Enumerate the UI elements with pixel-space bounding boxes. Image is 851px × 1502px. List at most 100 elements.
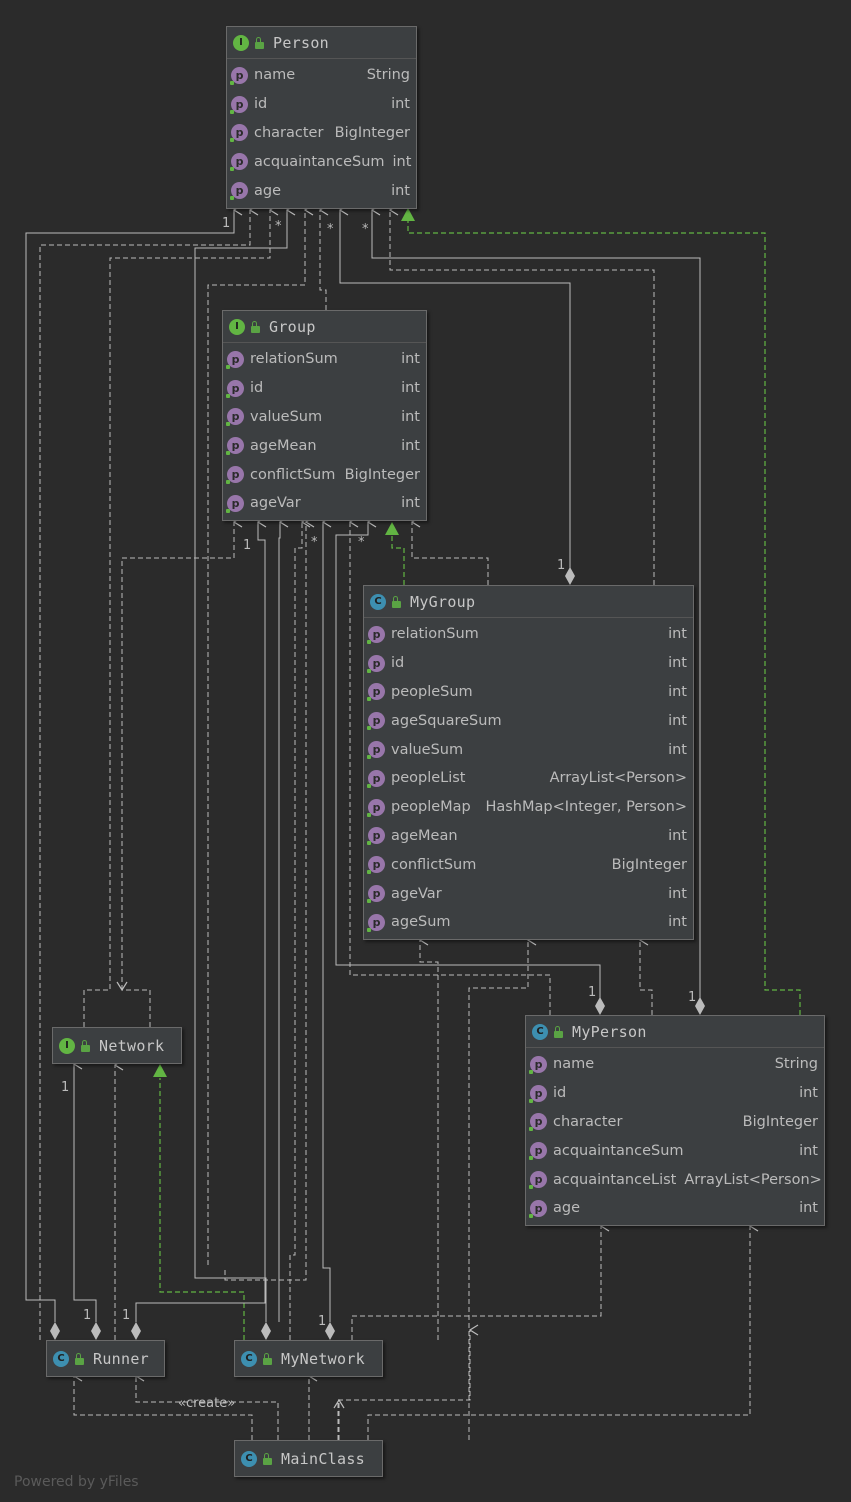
field-type: BigInteger xyxy=(611,856,687,873)
field-name: acquaintanceList xyxy=(553,1171,677,1188)
property-icon: p xyxy=(367,712,385,731)
node-title: MainClass xyxy=(281,1449,365,1468)
interface-icon: I xyxy=(229,318,245,335)
multiplicity-label: 1 xyxy=(122,1308,131,1323)
property-icon: p xyxy=(230,124,248,143)
field-type: ArrayList<Person> xyxy=(549,770,687,787)
field-name: ageSum xyxy=(391,914,451,931)
field-name: name xyxy=(553,1056,595,1073)
field-type: int xyxy=(668,885,687,902)
field-type: BigInteger xyxy=(344,466,420,483)
runner-node[interactable]: C Runner xyxy=(46,1340,165,1377)
property-icon: p xyxy=(529,1171,547,1190)
field-type: int xyxy=(799,1200,818,1217)
property-icon: p xyxy=(226,494,244,513)
field-type: int xyxy=(401,437,420,454)
footer-text: Powered by yFiles xyxy=(14,1474,139,1490)
field-row[interactable]: p valueSum int xyxy=(364,735,693,764)
public-lock-icon xyxy=(263,1452,272,1465)
field-name: character xyxy=(254,124,324,141)
property-icon: p xyxy=(367,885,385,904)
field-type: int xyxy=(668,712,687,729)
field-name: valueSum xyxy=(391,741,464,758)
field-name: conflictSum xyxy=(250,466,336,483)
public-lock-icon xyxy=(75,1352,84,1365)
class-icon: C xyxy=(53,1350,69,1367)
field-name: peopleMap xyxy=(391,799,471,816)
network-node[interactable]: I Network xyxy=(52,1027,182,1064)
field-row[interactable]: p ageSquareSum int xyxy=(364,706,693,735)
property-icon: p xyxy=(230,66,248,85)
create-label: «create» xyxy=(178,1396,236,1411)
property-icon: p xyxy=(529,1142,547,1161)
node-title: Runner xyxy=(93,1349,149,1368)
node-title: Person xyxy=(273,33,329,52)
field-name: ageMean xyxy=(391,827,458,844)
property-icon: p xyxy=(367,741,385,760)
field-name: peopleSum xyxy=(391,683,473,700)
mynetwork-node[interactable]: C MyNetwork xyxy=(234,1340,383,1377)
field-row[interactable]: p character BigInteger xyxy=(227,119,416,148)
multiplicity-label: * xyxy=(327,222,334,237)
field-type: int xyxy=(668,655,687,672)
node-title: Group xyxy=(269,317,316,336)
field-type: int xyxy=(401,495,420,512)
diamond-mygroup-person xyxy=(565,567,575,585)
field-name: age xyxy=(254,182,282,199)
realization-edges xyxy=(159,220,801,1340)
edge-mygroup-realizes-group xyxy=(391,535,405,585)
field-row[interactable]: p acquaintanceList ArrayList<Person> xyxy=(526,1165,824,1194)
class-icon: C xyxy=(370,593,386,610)
main-class-icon: C xyxy=(241,1450,257,1467)
mainclass-node[interactable]: C MainClass xyxy=(234,1440,383,1477)
multiplicity-label: 1 xyxy=(61,1080,70,1095)
field-type: int xyxy=(668,914,687,931)
field-name: id xyxy=(553,1085,567,1102)
field-name: id xyxy=(250,380,264,397)
group-header: I Group xyxy=(223,311,426,343)
property-icon: p xyxy=(367,683,385,702)
node-title: Network xyxy=(99,1036,165,1055)
public-lock-icon xyxy=(263,1352,272,1365)
property-icon: p xyxy=(367,827,385,846)
multiplicity-label: 1 xyxy=(318,1314,327,1329)
field-type: int xyxy=(799,1085,818,1102)
mynetwork-header: C MyNetwork xyxy=(235,1341,382,1376)
field-type: int xyxy=(668,741,687,758)
field-type: ArrayList<Person> xyxy=(684,1171,822,1188)
field-type: BigInteger xyxy=(334,124,410,141)
multiplicity-label: * xyxy=(358,535,365,550)
field-name: peopleList xyxy=(391,770,466,787)
field-name: ageSquareSum xyxy=(391,712,502,729)
